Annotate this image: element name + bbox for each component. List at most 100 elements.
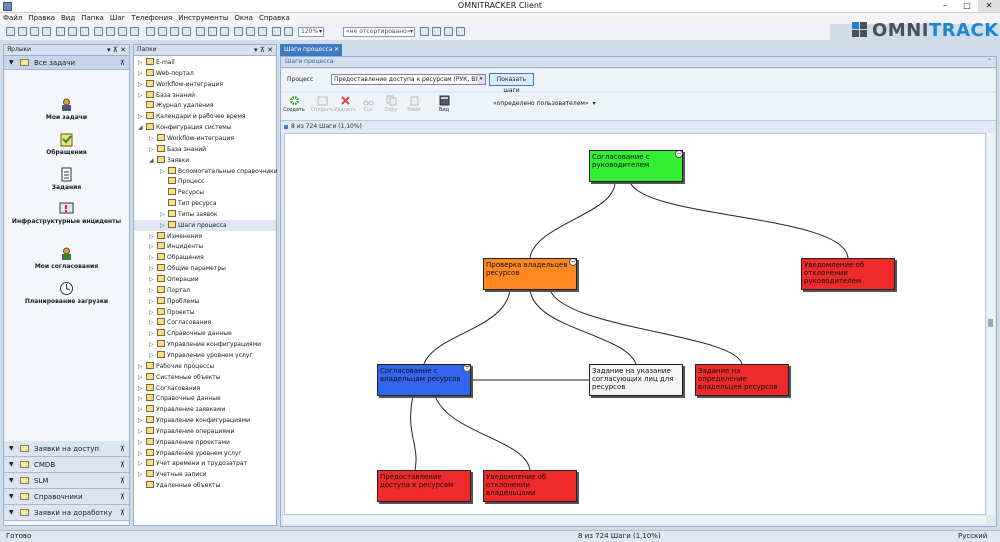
toolbar-icon[interactable] — [18, 27, 27, 36]
collapse-icon[interactable]: − — [569, 258, 576, 266]
shortcut-item[interactable]: Обращения — [4, 132, 129, 156]
expand-icon[interactable]: + — [463, 364, 470, 372]
menu-item[interactable]: Папка — [81, 14, 104, 22]
expander-icon[interactable]: ▷ — [149, 319, 154, 327]
tree-node[interactable]: ▷Workflow-интеграция — [149, 133, 234, 144]
tree-node[interactable]: ▷Управление уровнем услуг — [138, 448, 242, 459]
shortcut-group[interactable]: ▼CMDB⊼ — [4, 457, 129, 473]
tree-node[interactable]: ◢Конфигурация системы — [138, 122, 232, 133]
tree-node[interactable]: ▷Общие параметры — [149, 263, 226, 274]
workflow-step[interactable]: Уведомление об отклонении владельцами — [483, 470, 577, 502]
toolbar-icon[interactable] — [444, 27, 453, 36]
tree-node[interactable]: ▷Проекты — [149, 307, 195, 318]
expander-icon[interactable]: ▷ — [160, 221, 165, 229]
pin-icon[interactable]: ⊼ — [119, 445, 125, 453]
workflow-step[interactable]: Уведомление об отклонении руководителем — [801, 258, 895, 290]
tree-node[interactable]: ▷Операции — [149, 274, 199, 285]
create-button[interactable]: Создать — [283, 95, 305, 113]
expander-icon[interactable]: ▷ — [138, 80, 143, 88]
workflow-step[interactable]: Согласование с руководителем− — [589, 150, 683, 182]
expander-icon[interactable]: ▷ — [160, 167, 165, 175]
expander-icon[interactable]: ▷ — [149, 341, 154, 349]
toolbar-icon[interactable] — [130, 27, 139, 36]
toolbar-icon[interactable] — [182, 27, 191, 36]
expander-icon[interactable]: ▷ — [149, 134, 154, 142]
toolbar-icon[interactable] — [208, 27, 217, 36]
expander-icon[interactable]: ▷ — [138, 395, 143, 403]
toolbar-icon[interactable] — [196, 27, 205, 36]
workflow-step[interactable]: Задание на определение владельцев ресурс… — [695, 364, 789, 396]
expander-icon[interactable]: ▷ — [149, 145, 154, 153]
tab-process-steps[interactable]: Шаги процесса ✕ — [280, 44, 342, 56]
tree-node[interactable]: ▷Типы заявок — [160, 209, 217, 220]
view-select[interactable]: «определено пользователем»▾ — [493, 100, 596, 107]
shortcut-item[interactable]: Инфраструктурные инциденты — [4, 201, 129, 225]
tree-node[interactable]: ▷Управление уровнем услуг — [149, 350, 253, 361]
toolbar-icon[interactable] — [220, 27, 229, 36]
shortcut-group[interactable]: ▼Справочники⊼ — [4, 489, 129, 505]
collapse-icon[interactable]: − — [675, 150, 682, 158]
tree-node[interactable]: ▷Учет времени и трудозатрат — [138, 458, 247, 469]
shortcut-group-active[interactable]: ▼ Все задачи ⊼ — [4, 56, 129, 70]
expander-icon[interactable]: ▷ — [138, 449, 143, 457]
toolbar-icon[interactable] — [68, 27, 77, 36]
expander-icon[interactable]: ▷ — [138, 417, 143, 425]
view-button[interactable]: Вид — [433, 95, 455, 113]
pin-icon[interactable]: ⊼ — [119, 509, 125, 517]
expander-icon[interactable]: ▷ — [138, 427, 143, 435]
horizontal-scrollbar[interactable] — [284, 516, 986, 524]
minimize-button[interactable]: – — [943, 1, 947, 10]
toolbar-icon[interactable] — [456, 27, 465, 36]
tree-node[interactable]: Ресурсы — [160, 187, 204, 198]
tree-node[interactable]: ▷Согласования — [138, 383, 200, 394]
toolbar-icon[interactable] — [246, 27, 255, 36]
menu-item[interactable]: Правка — [28, 14, 55, 22]
toolbar-icon[interactable] — [432, 27, 441, 36]
tree-node[interactable]: Тип ресурса — [160, 198, 217, 209]
open-button[interactable]: Открыть — [311, 95, 334, 113]
expander-icon[interactable]: ▷ — [149, 254, 154, 262]
expander-icon[interactable]: ▷ — [138, 59, 143, 66]
toolbar-icon[interactable] — [420, 27, 429, 36]
tree-node[interactable]: ▷Справочные данные — [138, 393, 221, 404]
tree-node[interactable]: ▷Шаги процесса — [134, 219, 276, 231]
expander-icon[interactable]: ▷ — [138, 91, 143, 99]
tree-node[interactable]: Процесс — [160, 176, 204, 187]
toolbar-icon[interactable] — [158, 27, 167, 36]
vertical-scrollbar[interactable] — [987, 133, 995, 515]
pin-icon[interactable]: ⊼ — [119, 493, 125, 501]
toolbar-icon[interactable] — [56, 27, 65, 36]
toolbar-icon[interactable] — [272, 27, 281, 36]
tree-node[interactable]: ▷Справочные данные — [149, 328, 232, 339]
tree-node[interactable]: ▷Портал — [149, 285, 190, 296]
shortcut-group[interactable]: ▼Заявки на доработку⊼ — [4, 505, 129, 521]
delete-button[interactable]: Удалить — [334, 95, 356, 113]
tree-node[interactable]: ▷E-mail — [138, 57, 175, 68]
shortcut-item[interactable]: Задания — [4, 167, 129, 191]
pin-icon[interactable]: ⊼ — [119, 461, 125, 469]
tree-node[interactable]: ▷Обращения — [149, 252, 204, 263]
expander-icon[interactable]: ▷ — [138, 373, 143, 381]
copy-button[interactable]: Copy — [380, 95, 402, 113]
shortcut-item[interactable]: Мои согласования — [4, 246, 129, 270]
expander-icon[interactable]: ◢ — [138, 124, 143, 132]
pin-icon[interactable]: ⊼ — [119, 477, 125, 485]
process-select[interactable]: Предоставление доступа к ресурсам (РУК, … — [331, 74, 486, 85]
toolbar-icon[interactable] — [80, 27, 89, 36]
cut-button[interactable]: Cut — [357, 95, 379, 113]
toolbar-icon[interactable] — [94, 27, 103, 36]
pin-icon[interactable]: ⊼ — [119, 59, 125, 67]
tree-node[interactable]: ▷Календари и рабочее время — [138, 111, 246, 122]
expander-icon[interactable]: ▷ — [138, 406, 143, 414]
expander-icon[interactable]: ▷ — [149, 286, 154, 294]
maximize-button[interactable]: □ — [963, 1, 971, 10]
tree-node[interactable]: ▷База знаний — [149, 144, 206, 155]
toolbar-icon[interactable] — [106, 27, 115, 36]
menu-item[interactable]: Файл — [3, 14, 23, 22]
tree-node[interactable]: ▷База знаний — [138, 90, 195, 101]
tree-node[interactable]: ▷Системные объекты — [138, 372, 221, 383]
tree-node[interactable]: ▷Инциденты — [149, 241, 203, 252]
tree-node[interactable]: ▷Управление операциями — [138, 426, 234, 437]
zoom-combo[interactable]: 120%▾ — [298, 27, 324, 37]
panel-controls[interactable]: ▾ ⊼ ✕ — [254, 46, 273, 54]
